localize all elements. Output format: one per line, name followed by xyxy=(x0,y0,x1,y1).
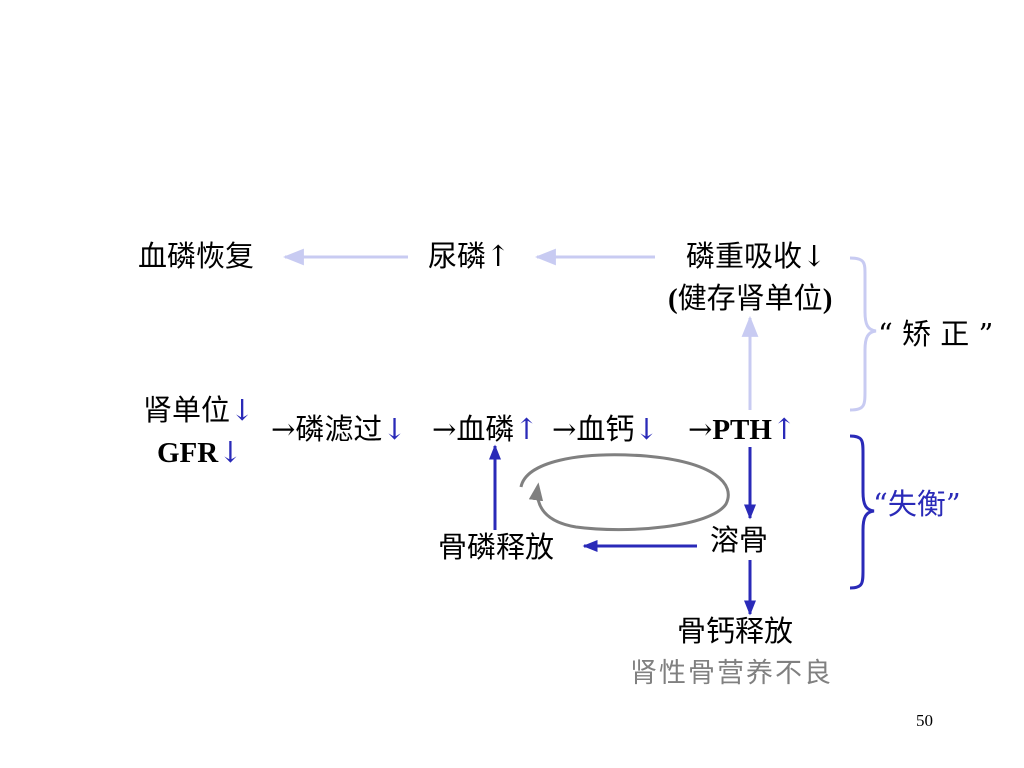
down-arrow-symbol: ↓ xyxy=(634,412,659,446)
brace-correction xyxy=(849,256,877,412)
blood-p-recover-label: 血磷恢复 xyxy=(138,239,255,273)
paren-open: ( xyxy=(668,283,678,315)
bone-dissolve-label: 溶骨 xyxy=(710,523,769,557)
page-number: 50 xyxy=(916,711,933,730)
paren-close: ) xyxy=(822,283,833,315)
urine-p-label: 尿磷 xyxy=(428,239,487,273)
nephron-node: 肾单位↓ xyxy=(143,393,255,427)
up-arrow-symbol: ↑ xyxy=(514,412,539,446)
blood-p-label: 血磷 xyxy=(456,412,515,446)
blood-ca-node: →血钙↓ xyxy=(552,412,659,446)
renal-osteodystrophy-label: 肾性骨营养不良 xyxy=(630,658,833,689)
feedback-loop-arrow xyxy=(519,453,730,532)
down-arrow-symbol: ↓ xyxy=(382,412,407,446)
p-filtration-label: 磷滤过 xyxy=(295,412,383,446)
lead-arrow-symbol: → xyxy=(552,412,577,446)
lead-arrow-symbol: → xyxy=(271,412,296,446)
blood-ca-label: 血钙 xyxy=(576,412,635,446)
gfr-node: GFR↓ xyxy=(157,435,243,470)
lead-arrow-symbol: → xyxy=(432,412,457,446)
gfr-label: GFR xyxy=(157,437,219,469)
p-filtration-node: →磷滤过↓ xyxy=(271,412,407,446)
up-arrow-symbol: ↑ xyxy=(771,412,797,446)
bone-ca-release-label: 骨钙释放 xyxy=(677,614,794,648)
imbalance-label: “失衡” xyxy=(873,487,961,521)
healthy-nephron-node: (健存肾单位) xyxy=(668,281,833,316)
lead-arrow-symbol: → xyxy=(688,412,713,446)
blood-p-node: →血磷↑ xyxy=(432,412,539,446)
healthy-nephron-label: 健存肾单位 xyxy=(677,281,823,315)
p-reabsorb-label: 磷重吸收 xyxy=(686,239,803,273)
up-arrow-symbol: ↑ xyxy=(486,239,511,273)
correction-label: “ 矫 正 ” xyxy=(878,317,994,351)
brace-imbalance xyxy=(849,434,875,590)
urine-p-node: 尿磷↑ xyxy=(428,239,511,273)
pth-label: PTH xyxy=(712,414,772,446)
down-arrow-symbol: ↓ xyxy=(230,393,255,427)
down-arrow-symbol: ↓ xyxy=(802,239,827,273)
nephron-label: 肾单位 xyxy=(143,393,231,427)
p-reabsorb-node: 磷重吸收↓ xyxy=(686,239,827,273)
bone-p-release-label: 骨磷释放 xyxy=(438,530,555,564)
pth-node: →PTH↑ xyxy=(688,412,797,447)
down-arrow-symbol: ↓ xyxy=(218,435,243,469)
